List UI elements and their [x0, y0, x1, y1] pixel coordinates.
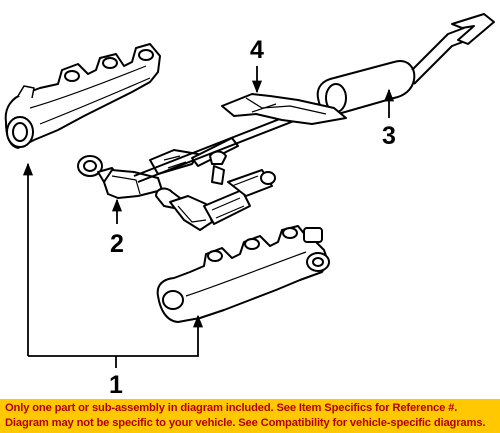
right-exhaust-manifold [156, 225, 330, 323]
exhaust-parts-diagram: 1 2 3 4 [4, 13, 495, 399]
heat-shield [221, 93, 347, 125]
callout-3: 3 [382, 122, 396, 150]
catalytic-converter-assembly [77, 137, 276, 231]
disclaimer-line-1: Only one part or sub-assembly in diagram… [5, 402, 458, 414]
disclaimer-line-2: Diagram may not be specific to your vehi… [5, 417, 486, 429]
left-exhaust-manifold [4, 43, 161, 149]
leader-lines [22, 66, 395, 368]
callout-1: 1 [109, 371, 123, 399]
disclaimer-banner: Only one part or sub-assembly in diagram… [0, 399, 500, 433]
callout-4: 4 [250, 36, 264, 64]
callout-2: 2 [110, 230, 124, 258]
